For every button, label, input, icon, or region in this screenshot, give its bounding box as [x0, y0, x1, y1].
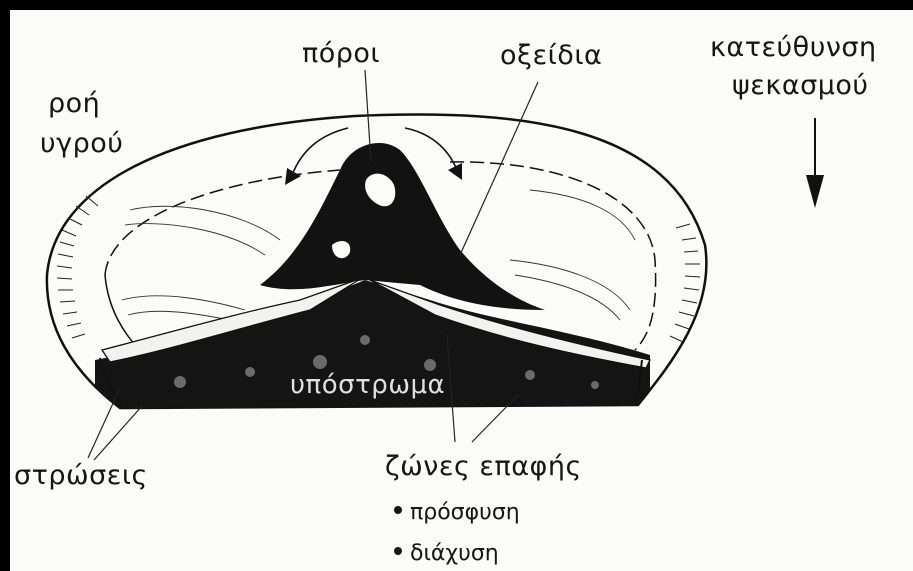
bullet-icon [394, 547, 402, 555]
label-contact-zones: ζώνες επαφής [385, 453, 582, 480]
label-oxides: οξείδια [500, 42, 602, 69]
diagram-frame: πόροι οξείδια κατεύθυνση ψεκασμού ροή υγ… [10, 10, 913, 571]
label-liquid-flow-1: ροή [48, 90, 100, 117]
contact-type-label: διάχυση [410, 541, 499, 566]
contact-type-diffusion: διάχυση [394, 543, 499, 565]
label-layers: στρώσεις [14, 462, 148, 489]
label-liquid-flow-2: υγρού [40, 130, 123, 157]
label-spray-direction-2: ψεκασμού [732, 72, 869, 99]
contact-type-adhesion: πρόσφυση [394, 502, 520, 524]
bullet-icon [394, 506, 402, 514]
contact-type-label: πρόσφυση [410, 500, 520, 525]
label-substrate: υπόστρωμα [290, 372, 445, 398]
label-pores: πόροι [302, 40, 380, 67]
label-spray-direction-1: κατεύθυνση [710, 34, 877, 61]
spray-direction-arrow [806, 118, 824, 208]
